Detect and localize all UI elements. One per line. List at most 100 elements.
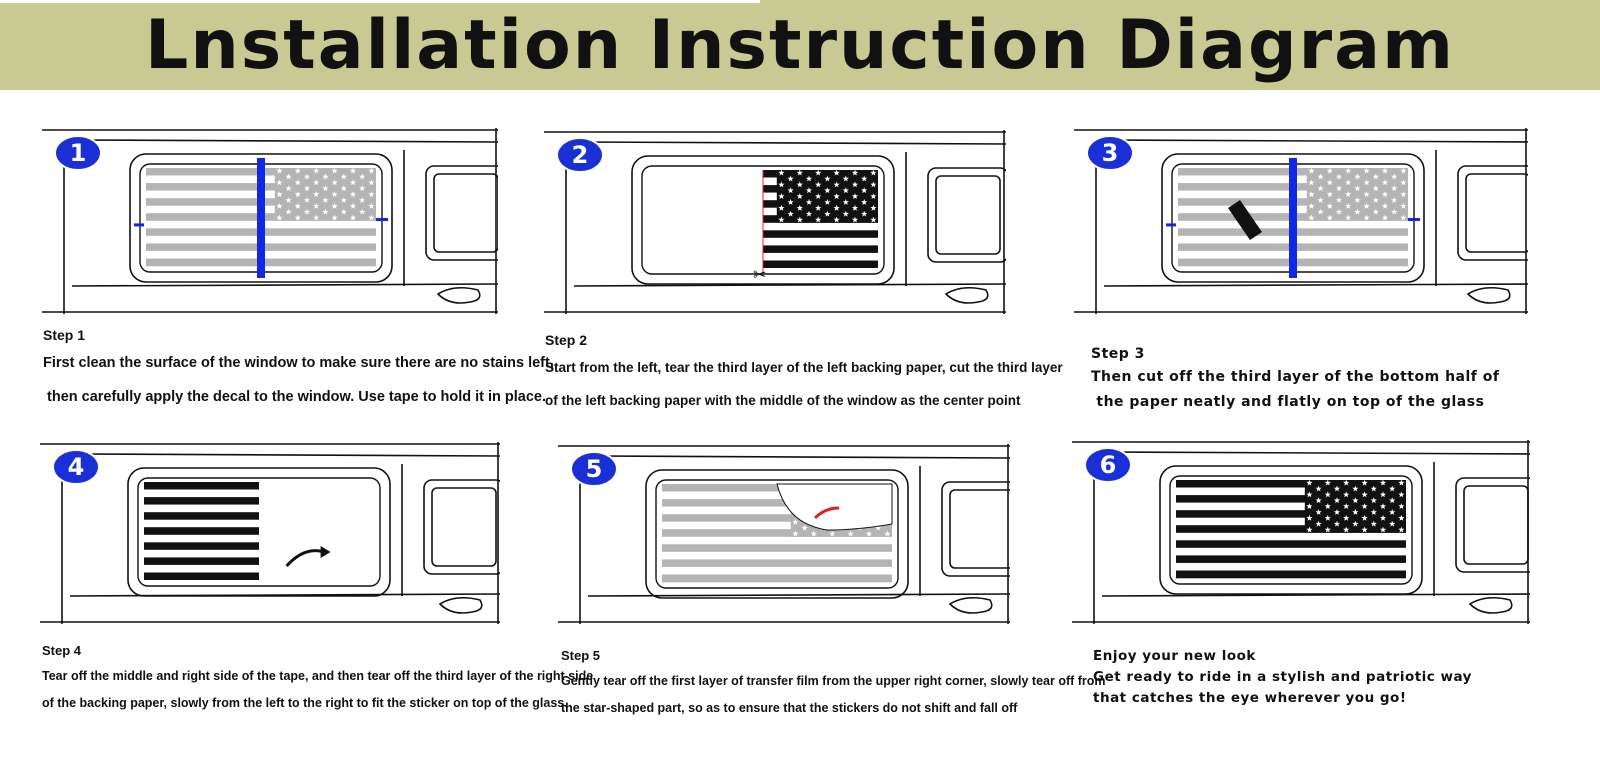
flag-stripe	[1176, 517, 1406, 526]
step-2-label: Step 2	[545, 332, 588, 348]
flag-star	[276, 202, 283, 209]
flag-star	[349, 179, 357, 186]
flag-star	[349, 167, 357, 174]
flag-star	[285, 208, 292, 215]
flag-star	[1398, 479, 1405, 486]
flag-stripe	[1176, 547, 1406, 556]
flag-star	[1363, 167, 1370, 174]
flag-star	[870, 216, 877, 223]
flag-stripe	[1176, 525, 1406, 533]
flag-star	[824, 187, 831, 194]
step-2-line-1: Start from the left, tear the third laye…	[545, 360, 1063, 375]
flag-star	[1315, 509, 1322, 515]
flag-star	[1379, 503, 1387, 509]
flag-star	[1317, 173, 1324, 180]
door-handle	[438, 596, 483, 614]
badge-number: 6	[1100, 451, 1117, 479]
flag-star	[331, 191, 338, 197]
flag-star	[1326, 202, 1333, 209]
flag-star	[340, 173, 347, 180]
flag-star	[1400, 202, 1407, 209]
flag-star	[1306, 514, 1313, 521]
flag-star	[1324, 479, 1331, 486]
flag-star	[865, 530, 873, 537]
center-tape	[1289, 158, 1297, 278]
flag-star	[1391, 173, 1398, 180]
flag-star	[1400, 179, 1407, 186]
flag-star	[833, 216, 840, 223]
flag-star	[1333, 509, 1341, 515]
flag-star	[349, 202, 357, 209]
flag-star	[1326, 214, 1333, 221]
step-6-line-1: Enjoy your new look	[1093, 648, 1256, 664]
flag-star	[1306, 503, 1313, 509]
flag-star	[861, 187, 868, 194]
flag-stripe	[662, 536, 892, 545]
flag-star	[833, 181, 840, 188]
flag-star	[1335, 185, 1343, 192]
flag-star	[1352, 485, 1359, 492]
body-line	[1103, 283, 1528, 287]
flag-star	[1400, 214, 1407, 221]
flag-star	[285, 173, 292, 180]
flag-stripe	[1176, 555, 1406, 564]
rear-window	[1457, 165, 1528, 261]
flag-star	[1345, 214, 1352, 221]
flag-star	[1372, 208, 1379, 215]
step-3-line-1: Then cut off the third layer of the bott…	[1091, 369, 1500, 385]
window-outer	[1161, 153, 1425, 283]
flag-star	[313, 214, 320, 221]
flag-star	[359, 208, 366, 215]
flag-star	[276, 214, 283, 221]
window-outer	[129, 153, 393, 283]
flag-star	[331, 167, 338, 174]
flag-star	[875, 524, 882, 531]
flag-star	[1354, 173, 1361, 180]
left-tape	[134, 223, 144, 227]
door-handle	[1466, 286, 1511, 304]
flag-star	[842, 199, 849, 205]
flag-star	[1315, 497, 1322, 504]
flag-stripe	[144, 534, 259, 543]
flag-star	[1381, 179, 1389, 186]
flag-star	[1361, 503, 1368, 509]
flag-star	[1324, 526, 1331, 533]
flag-star	[1343, 479, 1350, 486]
flag-star	[1315, 520, 1322, 527]
flag-star	[870, 193, 877, 199]
flag-star	[1345, 191, 1352, 197]
flag-star	[842, 175, 849, 182]
flag-star	[884, 530, 891, 537]
flag-star	[285, 185, 292, 192]
flag-star	[1398, 526, 1405, 533]
flag-star	[833, 193, 840, 199]
flag-star	[1361, 479, 1368, 486]
step-3-line-2: the paper neatly and flatly on top of th…	[1091, 394, 1485, 410]
flag-star	[1354, 185, 1361, 192]
flag-star	[276, 179, 283, 186]
door-handle	[1468, 596, 1513, 614]
flag-star	[851, 181, 859, 188]
flag-star	[1326, 167, 1333, 174]
flag-star	[1372, 197, 1379, 203]
flag-star	[1333, 497, 1341, 504]
flag-star	[340, 208, 347, 215]
flag-star	[1381, 191, 1389, 197]
badge-number: 5	[586, 455, 603, 483]
flag-star	[368, 167, 375, 174]
flag-star	[359, 197, 366, 203]
rear-window-inner	[949, 489, 1010, 569]
flag-star	[778, 204, 785, 211]
flag-star	[792, 518, 799, 525]
flag-star	[824, 199, 831, 205]
badge-circle	[1086, 135, 1134, 171]
rear-window	[941, 481, 1010, 577]
badge-circle	[54, 135, 102, 171]
flag-star	[303, 208, 311, 215]
flag-star	[796, 181, 803, 188]
flag-star	[1352, 497, 1359, 504]
flag-star	[322, 197, 329, 203]
step-4-label: Step 4	[42, 643, 82, 658]
rear-window	[425, 165, 498, 261]
flag-star	[787, 199, 794, 205]
